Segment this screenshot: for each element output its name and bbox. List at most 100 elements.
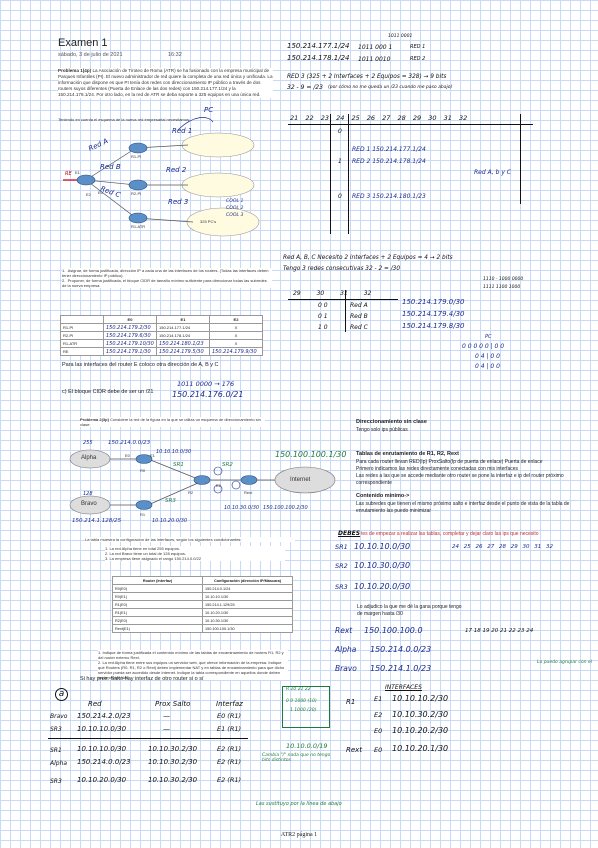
abc-row-bits: 0 0 <box>318 302 328 309</box>
sr-line-name: SR2 <box>335 562 348 570</box>
iface-addr: 10.10.20.1/30 <box>392 744 449 753</box>
table-cell: 10.10.10.1/30 <box>202 592 293 601</box>
table-row: R1-ATR 150.214.179.10/30 150.214.180.1/2… <box>60 339 263 348</box>
diagram2-label-r0: R0 <box>140 468 146 473</box>
router-r2-icon <box>193 475 211 485</box>
table-cell: Rext(E1) <box>112 624 203 633</box>
table-row: R0(E0)150.214.0.1/24 <box>112 584 293 593</box>
bits-head-row: 24 25 26 27 28 29 30 31 32 <box>452 544 553 550</box>
net-line-addr: 150.214.0.0/23 <box>370 645 432 654</box>
diagram1-label-pcs: 325 PC's <box>200 219 217 224</box>
router-r1-pi-icon <box>128 142 148 154</box>
diagram2-label-bravo: Bravo <box>81 501 97 507</box>
router-r1-atr-icon <box>128 212 148 224</box>
diagram1-label-red-1: Red 1 <box>172 127 193 135</box>
net-line-addr: 150.100.100.0 <box>364 626 423 635</box>
table-row: R1-PI 150.214.179.2/30 150.214.177.1/24 … <box>60 323 263 332</box>
debes-label: DEBES <box>338 530 361 537</box>
table-cell: 150.214.179.10/30 <box>103 339 157 348</box>
debes-text: tes de empezar a realizar las tablas, co… <box>361 531 539 537</box>
problem2-config-table: Router (Interfaz) Configuración (direcci… <box>112 576 293 633</box>
nets-bits: 17 18 19 20 21 22 23 24 <box>465 628 534 634</box>
diagram2-label-r1: R1 <box>140 512 146 517</box>
bit-table-vline-2 <box>348 114 349 234</box>
table-row: Rext(E1)150.100.100.1/30 <box>112 624 293 633</box>
table-cell: 150.214.179.6/30 <box>103 331 157 340</box>
table-header: E2 <box>209 315 263 324</box>
agrupo-note-2: Lo puedo agrupar con el <box>537 660 592 665</box>
cloud-red-3 <box>186 207 260 237</box>
diagram2-label-e1: E1 <box>150 453 155 458</box>
problem2-condition: 3. La empresa tiene asignado el rango 15… <box>105 556 202 561</box>
table-cell: 150.100.100.1/30 <box>202 624 293 633</box>
table-cell: X <box>209 323 263 332</box>
iface-name: E0 <box>374 746 383 754</box>
diagram1-label-red-b: Red B <box>100 163 121 171</box>
problem1-cidr-block: 150.214.176.0/21 <box>172 390 244 399</box>
problem2-conditions: 1. La red Alpha tiene en total 255 equip… <box>105 546 285 561</box>
table-cell: 150.214.179.9/30 <box>209 347 263 356</box>
iface-name: E2 <box>374 711 383 719</box>
top-right-red2-addr: 150.214.178.1/24 <box>287 54 350 62</box>
problem1-subtext: Teniendo en cuenta el esquema de la nuev… <box>58 117 191 122</box>
bit-row-bits: 1 <box>338 158 342 165</box>
routing-row-addr: 150.214.2.0/23 <box>77 712 131 720</box>
right-bits-row: 0 4 | 0 0 <box>475 363 500 370</box>
diagram1-label-r1-pi: R1-PI <box>131 154 142 159</box>
abc-row-addr: 150.214.179.8/30 <box>402 322 465 330</box>
diagram1-cool-2: COOL 2 <box>226 206 244 211</box>
diagram2-label-e0: E0 <box>125 453 130 458</box>
right-bits-pc: PC <box>485 334 492 340</box>
summary-box-head: R 20 21 22 <box>286 687 311 692</box>
problem1-part-c: c) El bloque CIDR debe de ser un /21 <box>62 389 154 395</box>
bit-row-bits: 0 <box>338 128 342 135</box>
notes-line-4: Las redes a las que se accede mediante o… <box>356 473 564 486</box>
routing-row-prox: — <box>163 725 170 733</box>
table-header: Router (Interfaz) <box>112 576 203 585</box>
table-cell: RE <box>60 347 104 356</box>
router-rext-icon <box>240 475 258 485</box>
top-right-red1-bits: 1011 000 1 <box>358 44 393 51</box>
problem2-table-intro: La tabla muestra la configuración de las… <box>85 537 295 542</box>
bottom-letter: a <box>55 688 68 701</box>
diagram1-label-r1-atr: R1-ATR <box>131 224 146 229</box>
diagram2-label-internet: Internet <box>290 477 311 483</box>
iface-addr: 10.10.30.2/30 <box>392 710 449 719</box>
routing-divider <box>48 738 248 739</box>
interfaces-title: INTERFACES <box>385 684 422 691</box>
problem1-task-2: 2. Proponer, de forma justificada, el bl… <box>62 278 267 288</box>
bit-table-hline <box>288 124 533 125</box>
problem1-heading: Problema 1(4p) <box>58 68 92 73</box>
table-cell: 150.214.0.1/24 <box>202 584 293 593</box>
diagram2-hw-bravo-net: 150.214.1.128/25 <box>72 518 122 524</box>
table-cell: R2-PI <box>60 331 104 340</box>
table-cell: 10.10.30.1/30 <box>202 616 293 625</box>
problem2-question: 1. Indique de forma justificada el conte… <box>98 650 284 660</box>
sr-line-addr: 10.10.10.0/30 <box>354 542 411 551</box>
problem1-task-1: 1. Asignar, de forma justificada, direcc… <box>62 268 269 278</box>
table-cell: 150.214.178.1/24 <box>156 331 210 340</box>
iface-router: R1 <box>346 698 356 706</box>
problem1-cidr-bits: 1011 0000 → 176 <box>177 380 235 388</box>
table-cell: 150.214.177.1/24 <box>156 323 210 332</box>
diagram2-label-e2: E2 <box>216 483 221 488</box>
table-row: R2-PI 150.214.179.6/30 150.214.178.1/24 … <box>60 331 263 340</box>
net-line-name: Bravo <box>335 664 357 673</box>
routing-row-addr: 10.10.10.0/30 <box>77 745 127 753</box>
iface-router: Rext <box>346 746 363 754</box>
router-re-icon <box>76 174 96 186</box>
diagram2-hw-sr3-net: 10.10.20.0/30 <box>152 518 188 524</box>
table-cell: R0(E1) <box>112 592 203 601</box>
problem1-tasks: 1. Asignar, de forma justificada, direcc… <box>62 268 272 288</box>
agrupo-note: Lo adjudico la que me dé la gana porque … <box>357 604 462 617</box>
problem2-questions: 1. Indique de forma justificada el conte… <box>98 650 288 680</box>
table-cell: R1(E0) <box>112 600 203 609</box>
diagram2-label-r2: R2 <box>188 490 194 495</box>
abc-note: Red A, B, C Necesito 2 interfaces + 2 Eq… <box>283 255 453 261</box>
problem1-table: E0 E1 E2 R1-PI 150.214.179.2/30 150.214.… <box>60 315 263 356</box>
top-right-red3-note: (por cómo no me queda un /23 cuando me p… <box>328 85 453 90</box>
problem2-condition: 2. La red Bravo tiene un total de 128 eq… <box>105 551 186 556</box>
routing-row-prox: 10.10.30.2/30 <box>148 776 198 784</box>
net-line-name: Rext <box>335 626 353 635</box>
table-cell: R1-ATR <box>60 339 104 348</box>
